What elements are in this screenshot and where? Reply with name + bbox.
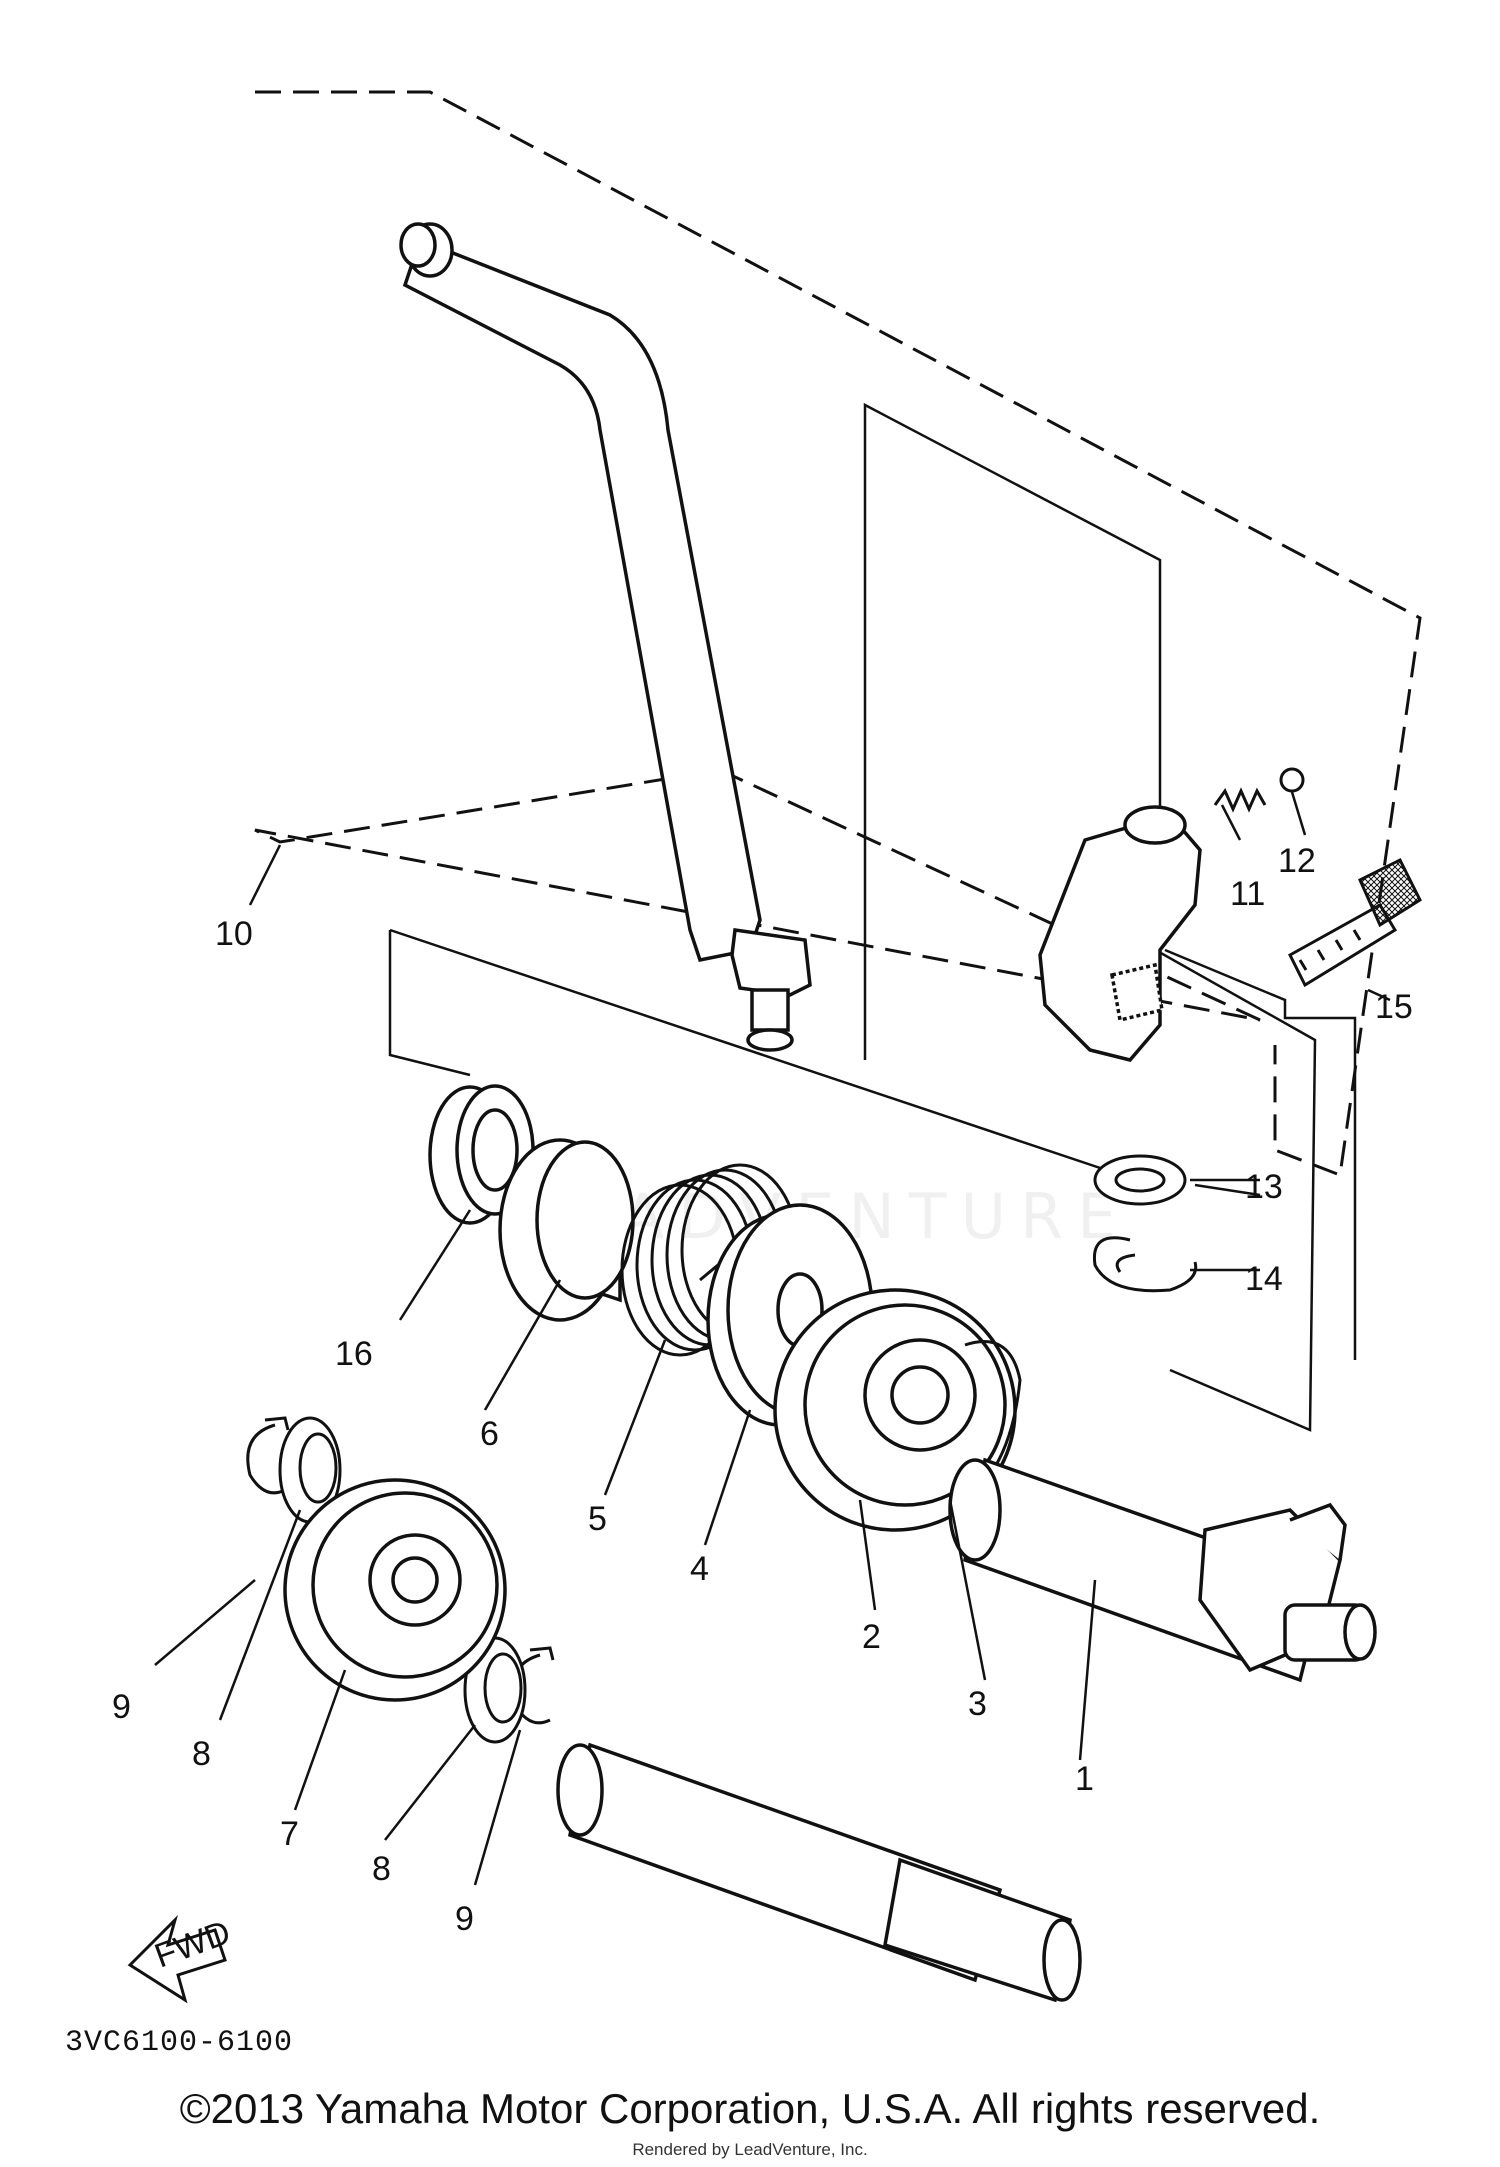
- main-shaft: [556, 1742, 1082, 2003]
- copyright-notice: ©2013 Yamaha Motor Corporation, U.S.A. A…: [179, 2085, 1321, 2132]
- callout-4: 4: [690, 1550, 709, 1588]
- ball-12: [1279, 767, 1305, 793]
- callout-1: 1: [1075, 1760, 1094, 1798]
- spring-11: [1213, 787, 1267, 813]
- washer-8-right: [463, 1636, 527, 1744]
- callout-8-right: 8: [372, 1850, 391, 1888]
- callout-3: 3: [968, 1685, 987, 1723]
- callout-6: 6: [480, 1415, 499, 1453]
- callout-14: 14: [1245, 1260, 1283, 1298]
- leader-lines: [154, 791, 1391, 1886]
- kick-crank-lever: [399, 222, 812, 1052]
- part-code: 3VC6100-6100: [65, 2026, 293, 2060]
- callout-15: 15: [1375, 988, 1413, 1026]
- washer-13: [1093, 1154, 1187, 1206]
- callout-7: 7: [280, 1815, 299, 1853]
- idle-gear-7: [283, 1478, 507, 1702]
- oil-seal-16: [428, 1084, 535, 1225]
- callout-11: 11: [1230, 875, 1265, 913]
- callouts: 1 2 3 4 5 6 7 8 8 9 9 10 11 12 13 14 15 …: [112, 842, 1413, 1938]
- circlip-14: [1092, 1236, 1198, 1293]
- crank-boss: [1038, 805, 1202, 1062]
- rendered-by: Rendered by LeadVenture, Inc.: [632, 2140, 868, 2159]
- washer-8-left: [278, 1416, 342, 1524]
- callout-13: 13: [1245, 1168, 1283, 1206]
- kick-axle-1: [948, 1457, 1377, 1683]
- ratchet-gear-2: [773, 1288, 1017, 1532]
- fwd-arrow-icon: FWD: [127, 1913, 235, 2004]
- callout-12: 12: [1278, 842, 1316, 880]
- callout-16: 16: [335, 1335, 373, 1373]
- circlip-9-left: [246, 1416, 290, 1495]
- collar-6: [498, 1138, 635, 1322]
- group-lines: [388, 402, 1357, 1432]
- callout-8-left: 8: [192, 1735, 211, 1773]
- bolt-15: [1288, 857, 1422, 988]
- callout-9-right: 9: [455, 1900, 474, 1938]
- callout-5: 5: [588, 1500, 607, 1538]
- callout-10: 10: [215, 915, 253, 953]
- callout-9-left: 9: [112, 1688, 131, 1726]
- callout-2: 2: [862, 1618, 881, 1656]
